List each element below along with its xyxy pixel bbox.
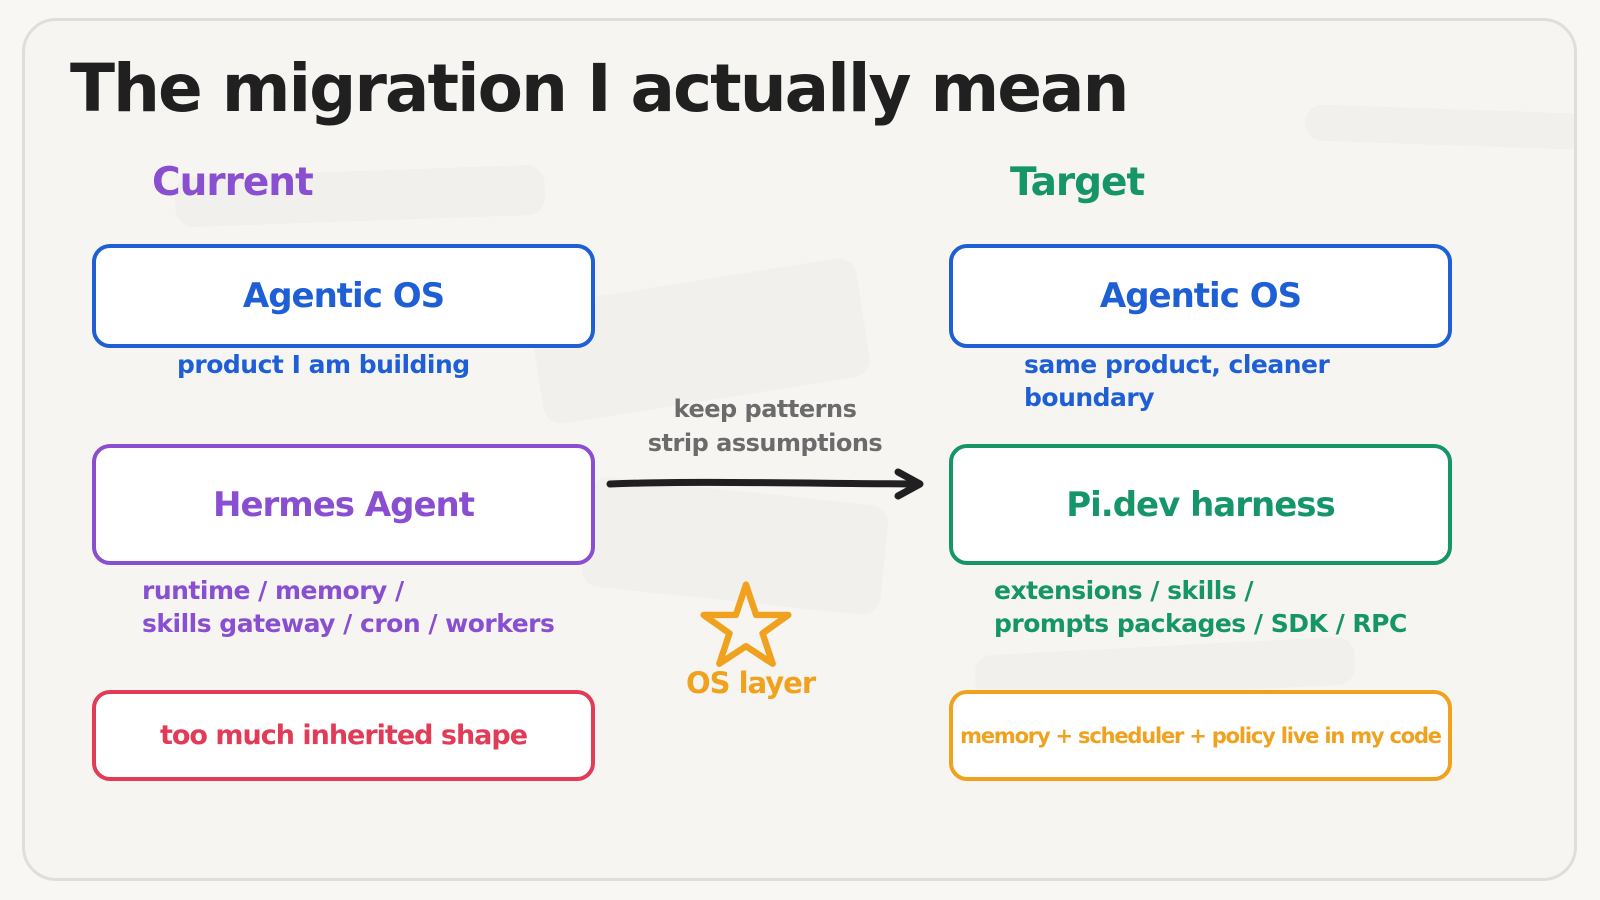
target-agentic-os-note-line-2: boundary bbox=[1024, 383, 1155, 412]
current-agentic-os-note: product I am building bbox=[177, 350, 470, 379]
migration-arrow-label-line-2: strip assumptions bbox=[647, 429, 883, 457]
hermes-agent-note-line-1: runtime / memory / bbox=[142, 576, 404, 605]
right-arrow-icon bbox=[606, 468, 924, 500]
hermes-agent-note-line-2: skills gateway / cron / workers bbox=[142, 609, 555, 638]
target-agentic-os-note-line-1: same product, cleaner bbox=[1024, 350, 1330, 379]
current-agentic-os-box: Agentic OS bbox=[92, 244, 595, 348]
pi-dev-harness-box: Pi.dev harness bbox=[949, 444, 1452, 565]
ownership-box: memory + scheduler + policy live in my c… bbox=[949, 690, 1452, 781]
migration-arrow-label-line-1: keep patterns bbox=[673, 395, 857, 423]
hermes-agent-box: Hermes Agent bbox=[92, 444, 595, 565]
inherited-shape-label: too much inherited shape bbox=[159, 720, 528, 751]
target-heading: Target bbox=[1010, 160, 1145, 205]
os-layer-label: OS layer bbox=[686, 666, 816, 700]
page-title: The migration I actually mean bbox=[70, 50, 1130, 127]
migration-arrow-label: keep patterns strip assumptions bbox=[640, 392, 890, 460]
target-agentic-os-note: same product, cleaner boundary bbox=[1024, 348, 1330, 414]
pi-dev-harness-note-line-1: extensions / skills / bbox=[994, 576, 1254, 605]
current-agentic-os-label: Agentic OS bbox=[242, 276, 445, 316]
target-agentic-os-box: Agentic OS bbox=[949, 244, 1452, 348]
current-heading: Current bbox=[152, 160, 314, 205]
pi-dev-harness-note-line-2: prompts packages / SDK / RPC bbox=[994, 609, 1407, 638]
hermes-agent-label: Hermes Agent bbox=[212, 484, 475, 525]
ownership-label: memory + scheduler + policy live in my c… bbox=[960, 723, 1442, 748]
pi-dev-harness-label: Pi.dev harness bbox=[1066, 484, 1336, 525]
target-agentic-os-label: Agentic OS bbox=[1099, 276, 1302, 316]
hermes-agent-note: runtime / memory / skills gateway / cron… bbox=[142, 574, 555, 640]
star-icon bbox=[700, 581, 792, 667]
inherited-shape-box: too much inherited shape bbox=[92, 690, 595, 781]
pi-dev-harness-note: extensions / skills / prompts packages /… bbox=[994, 574, 1407, 640]
background-wash-2 bbox=[1304, 104, 1574, 150]
